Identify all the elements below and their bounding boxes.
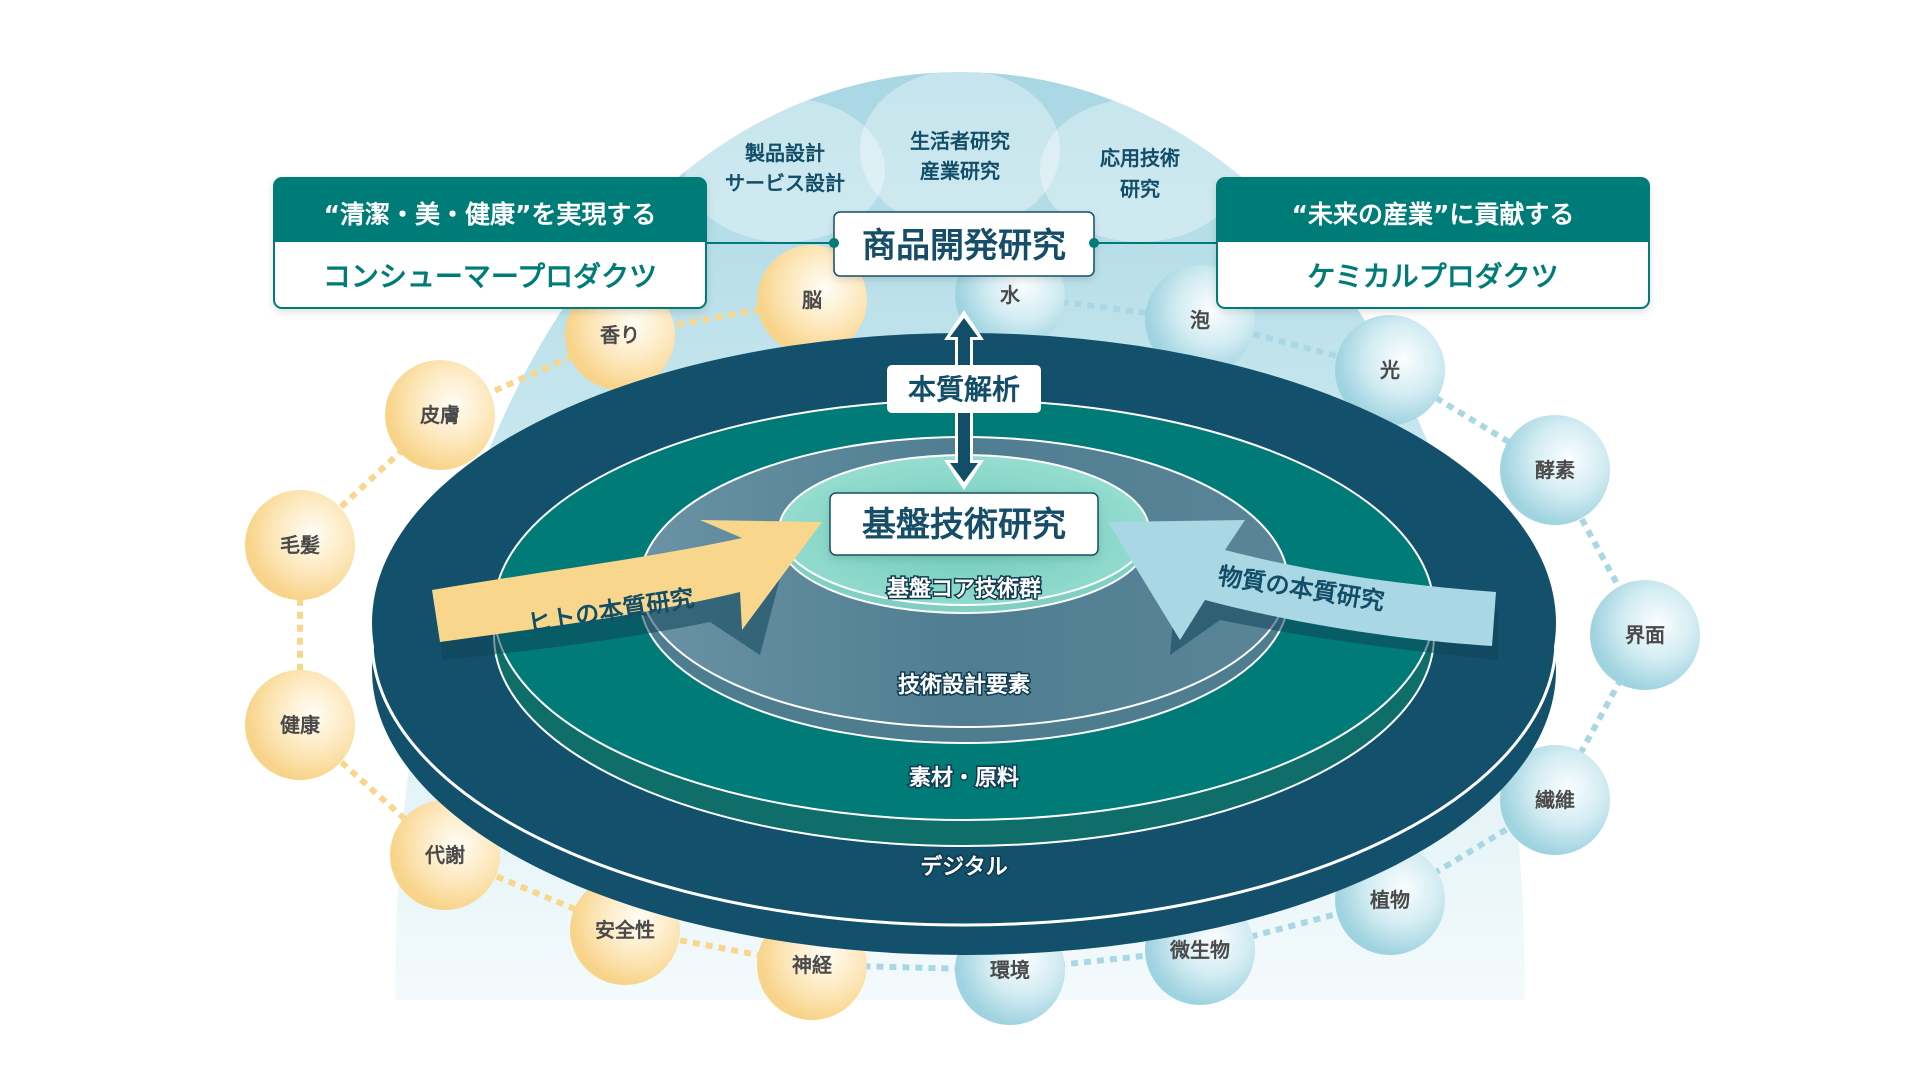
consumer-headline: “清潔・美・健康”を実現する [324,200,657,229]
bubble-circle [245,490,355,600]
chemical-headline: “未来の産業”に貢献する [1292,200,1575,229]
bubble-label: 脳 [801,288,822,312]
bubble-circle [1500,745,1610,855]
bubble-label: 水 [1000,283,1021,307]
layered-disk [370,333,1558,955]
essence-analysis-box [887,365,1041,413]
bubble-label: 界面 [1625,623,1665,647]
bubble-circle [1500,415,1610,525]
bubble-label: 代謝 [424,843,465,867]
dome-item-1-line2: サービス設計 [725,171,845,195]
ring-label-materials: 素材・原料 [909,765,1019,791]
essence-analysis-label: 本質解析 [908,373,1020,406]
bubble: 毛髪 [245,490,355,600]
bubble-label: 微生物 [1169,938,1230,962]
core-subtitle: 基盤コア技術群 [887,576,1041,602]
bubble-label: 安全性 [595,918,655,942]
product-development-title: 商品開発研究 [862,226,1066,266]
bubble-label: 繊維 [1534,788,1575,812]
bubble: 界面 [1590,580,1700,690]
bubble-label: 毛髪 [280,533,320,557]
dome-item-3-line1: 応用技術 [1100,146,1180,170]
bubble-circle [385,360,495,470]
dome-item-1-line1: 製品設計 [745,141,825,165]
chemical-title: ケミカルプロダクツ [1307,260,1558,293]
bubble-label: 健康 [280,713,321,737]
dome-item-2-line2: 産業研究 [920,159,1000,183]
bubble: 繊維 [1500,745,1610,855]
bubble-label: 香り [600,323,640,347]
bubble-circle [1590,580,1700,690]
human-essence-arrow: ヒトの本質研究 [432,520,822,660]
dome-item-3-line2: 研究 [1120,177,1160,201]
consumer-title: コンシューマープロダクツ [323,260,657,293]
bubble-label: 泡 [1190,308,1210,332]
core-research-box: 基盤技術研究 [829,492,1099,556]
bubble: 健康 [245,670,355,780]
bubble-circle [245,670,355,780]
bubble-label: 酵素 [1535,458,1575,482]
bubble-circle [1335,315,1445,425]
product-development-box: 商品開発研究 [829,211,1099,277]
bubble: 皮膚 [385,360,495,470]
chemical-products-panel: “未来の産業”に貢献する ケミカルプロダクツ [1216,177,1650,309]
bubble-label: 皮膚 [420,403,460,427]
substance-chain-dotted-line [811,292,1649,974]
dome-research-areas: 製品設計 サービス設計 生活者研究 産業研究 応用技術 研究 [685,70,1240,242]
bubble-label: 環境 [990,958,1030,982]
bubble-label: 神経 [792,953,833,977]
essence-analysis-double-arrow: 本質解析 [887,310,1041,490]
bubble: 酵素 [1500,415,1610,525]
bubble: 光 [1335,315,1445,425]
core-title: 基盤技術研究 [862,505,1066,545]
dome-item-2-line1: 生活者研究 [910,129,1010,153]
bubble-label: 光 [1379,358,1400,382]
ring-label-tech-design: 技術設計要素 [898,672,1030,698]
consumer-products-panel: “清潔・美・健康”を実現する コンシューマープロダクツ [273,177,707,309]
bubble-label: 植物 [1370,888,1410,912]
ring-label-digital: デジタル [920,854,1008,880]
